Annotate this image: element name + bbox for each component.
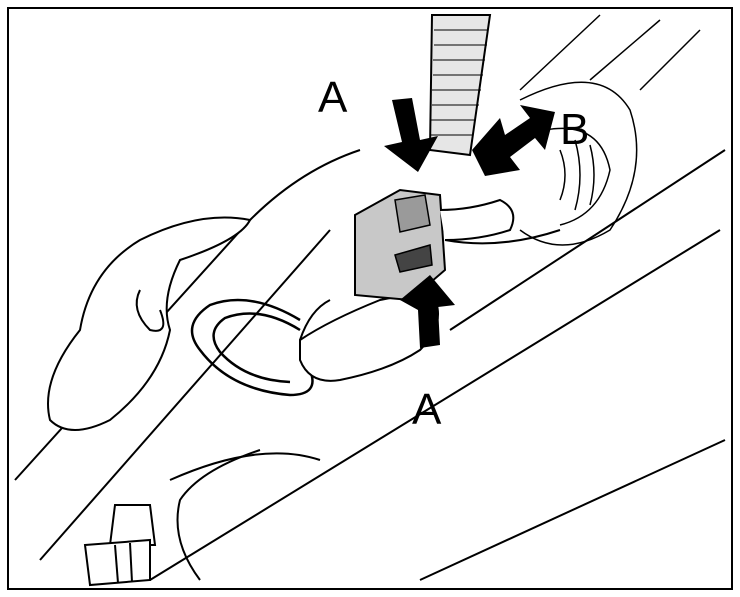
sensor-cable-right [444,229,561,245]
sensor-cable-loop [190,298,314,397]
wiring-harness [428,14,492,157]
arrow-down-icon [384,98,438,172]
label-b: B [560,105,590,154]
double-arrow-diagonal-icon [472,105,555,176]
hand [47,216,252,431]
arrow-up-icon [400,275,455,348]
label-a-bottom: A [412,385,442,434]
heat-shield [519,14,701,246]
sensor-connector [354,188,515,302]
exhaust-pipe [299,288,439,382]
lower-sensor [83,504,157,587]
label-a-top: A [318,73,348,122]
